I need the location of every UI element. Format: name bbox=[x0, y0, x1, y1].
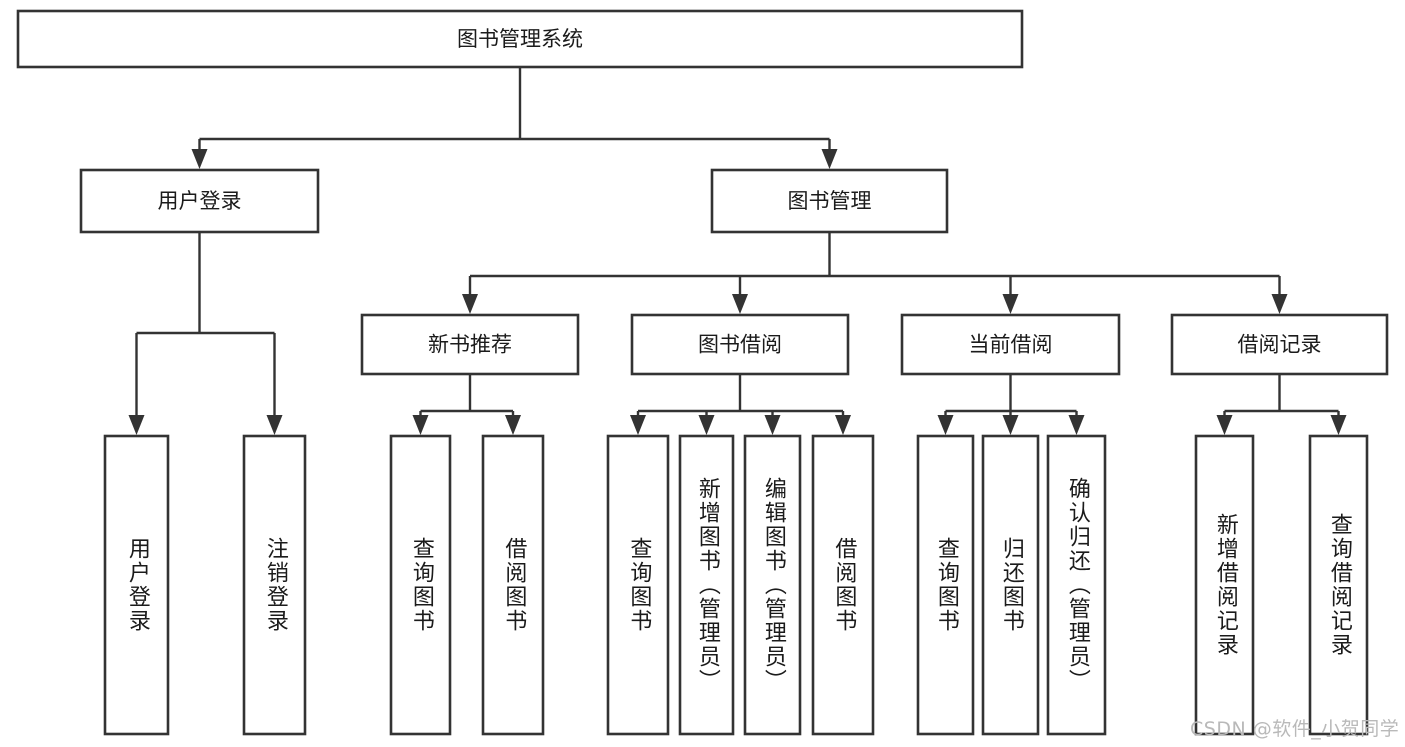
level2-node-box-1[interactable] bbox=[710, 168, 949, 234]
level3-arrow-1 bbox=[732, 294, 748, 314]
node-box-layer bbox=[16, 9, 1389, 736]
level2-arrow-1 bbox=[821, 149, 838, 169]
level3-node-label-2: 当前借阅 bbox=[969, 333, 1053, 357]
leaf-arrow-11 bbox=[1216, 415, 1233, 435]
level3-arrow-3 bbox=[1271, 294, 1288, 314]
level3-node-label-1: 图书借阅 bbox=[698, 333, 782, 357]
level2-node-box-0[interactable] bbox=[79, 168, 320, 234]
level3-node-label-0: 新书推荐 bbox=[428, 333, 512, 357]
leaf-node-box-8[interactable] bbox=[916, 434, 975, 736]
leaf-arrow-12 bbox=[1330, 415, 1347, 435]
leaf-node-box-6[interactable] bbox=[743, 434, 802, 736]
level3-node-box-0[interactable] bbox=[360, 313, 580, 376]
leaf-arrow-10 bbox=[1068, 415, 1085, 435]
leaf-node-box-11[interactable] bbox=[1194, 434, 1255, 736]
level3-node-box-3[interactable] bbox=[1170, 313, 1389, 376]
level3-node-box-1[interactable] bbox=[630, 313, 850, 376]
root-node-label-0: 图书管理系统 bbox=[457, 27, 583, 51]
level3-node-label-3: 借阅记录 bbox=[1238, 333, 1322, 357]
level2-node-label-1: 图书管理 bbox=[788, 189, 872, 213]
leaf-node-box-2[interactable] bbox=[389, 434, 452, 736]
leaf-arrow-8 bbox=[937, 415, 954, 435]
leaf-node-box-3[interactable] bbox=[481, 434, 545, 736]
leaf-arrow-2 bbox=[412, 415, 429, 435]
level2-arrow-0 bbox=[191, 149, 208, 169]
csdn-watermark: CSDN @软件_小贺同学 bbox=[1190, 718, 1400, 740]
leaf-node-box-9[interactable] bbox=[981, 434, 1040, 736]
connector-layer bbox=[128, 67, 1347, 435]
leaf-arrow-4 bbox=[630, 415, 646, 435]
leaf-node-box-1[interactable] bbox=[242, 434, 307, 736]
level2-node-label-0: 用户登录 bbox=[158, 189, 242, 213]
leaf-arrow-6 bbox=[764, 415, 781, 435]
leaf-arrow-1 bbox=[266, 415, 283, 435]
leaf-node-box-7[interactable] bbox=[811, 434, 875, 736]
root-node-box-0[interactable] bbox=[16, 9, 1024, 69]
leaf-arrow-0 bbox=[128, 415, 145, 435]
level3-node-box-2[interactable] bbox=[900, 313, 1121, 376]
leaf-arrow-7 bbox=[835, 415, 851, 435]
level3-arrow-2 bbox=[1002, 294, 1019, 314]
leaf-arrow-9 bbox=[1002, 415, 1019, 435]
leaf-node-box-12[interactable] bbox=[1308, 434, 1369, 736]
leaf-node-box-0[interactable] bbox=[103, 434, 170, 736]
leaf-arrow-3 bbox=[505, 415, 521, 435]
leaf-node-box-4[interactable] bbox=[606, 434, 670, 736]
leaf-node-box-10[interactable] bbox=[1046, 434, 1107, 736]
leaf-node-box-5[interactable] bbox=[678, 434, 735, 736]
leaf-arrow-5 bbox=[698, 415, 715, 435]
level3-arrow-0 bbox=[462, 294, 478, 314]
